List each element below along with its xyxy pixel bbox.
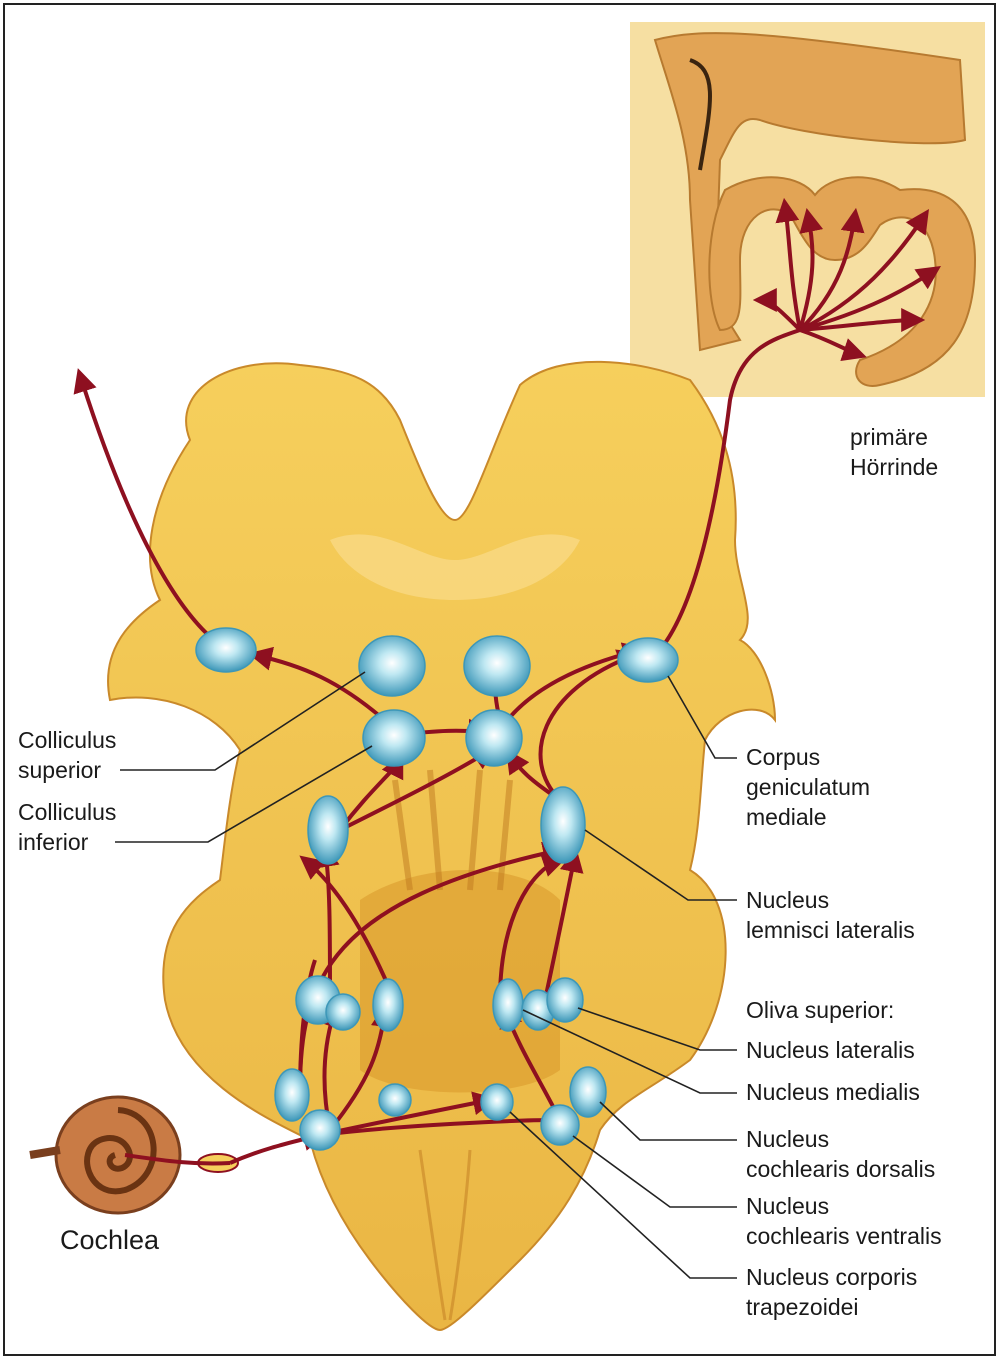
nucleus-mgb-left bbox=[196, 628, 256, 672]
label-nucleus-lemnisci: Nucleus lemnisci lateralis bbox=[746, 885, 915, 945]
label-nucleus-corporis-trapezoidei: Nucleus corporis trapezoidei bbox=[746, 1262, 917, 1322]
label-primaere-hoerrinde: primäre Hörrinde bbox=[850, 422, 938, 482]
auditory-cortex-inset bbox=[630, 22, 985, 397]
label-nucleus-lateralis: Nucleus lateralis bbox=[746, 1035, 915, 1065]
brainstem-outline bbox=[108, 362, 775, 1330]
nucleus-trapezoid-left bbox=[379, 1084, 411, 1116]
label-corpus-geniculatum: Corpus geniculatum mediale bbox=[746, 742, 870, 832]
cochlear-nerve-stub bbox=[30, 1150, 60, 1155]
label-oliva-superior: Oliva superior: bbox=[746, 995, 894, 1025]
nucleus-lemnisci-right bbox=[541, 787, 585, 863]
nucleus-colliculus-superior-right bbox=[464, 636, 530, 696]
label-nucleus-cochlearis-ventralis: Nucleus cochlearis ventralis bbox=[746, 1191, 942, 1251]
nucleus-mgb-right bbox=[618, 638, 678, 682]
label-nucleus-cochlearis-dorsalis: Nucleus cochlearis dorsalis bbox=[746, 1124, 935, 1184]
nucleus-trapezoid-right bbox=[481, 1084, 513, 1120]
nucleus-colliculus-superior-left bbox=[359, 636, 425, 696]
nucleus-olive-medial-left bbox=[373, 979, 403, 1031]
label-nucleus-medialis: Nucleus medialis bbox=[746, 1077, 920, 1107]
nucleus-cochlearis-dorsalis-left bbox=[275, 1069, 309, 1121]
brainstem bbox=[108, 362, 775, 1330]
leader-cochlearis-ventralis bbox=[573, 1136, 737, 1207]
nucleus-colliculus-inferior-right bbox=[466, 710, 522, 766]
nucleus-olive-medial-right bbox=[493, 979, 523, 1031]
nucleus-olive-lateral-right bbox=[547, 978, 583, 1022]
nucleus-cochlearis-dorsalis-right bbox=[570, 1067, 606, 1117]
nucleus-lemnisci-left bbox=[308, 796, 348, 864]
nucleus-colliculus-inferior-left bbox=[363, 710, 425, 766]
nucleus-cochlearis-ventralis-right bbox=[541, 1105, 579, 1145]
nucleus-cochlearis-ventralis-left bbox=[300, 1110, 340, 1150]
label-colliculus-superior: Colliculus superior bbox=[18, 725, 116, 785]
label-colliculus-inferior: Colliculus inferior bbox=[18, 797, 116, 857]
nucleus-olive-extra-left bbox=[326, 994, 360, 1030]
label-cochlea: Cochlea bbox=[60, 1225, 159, 1255]
